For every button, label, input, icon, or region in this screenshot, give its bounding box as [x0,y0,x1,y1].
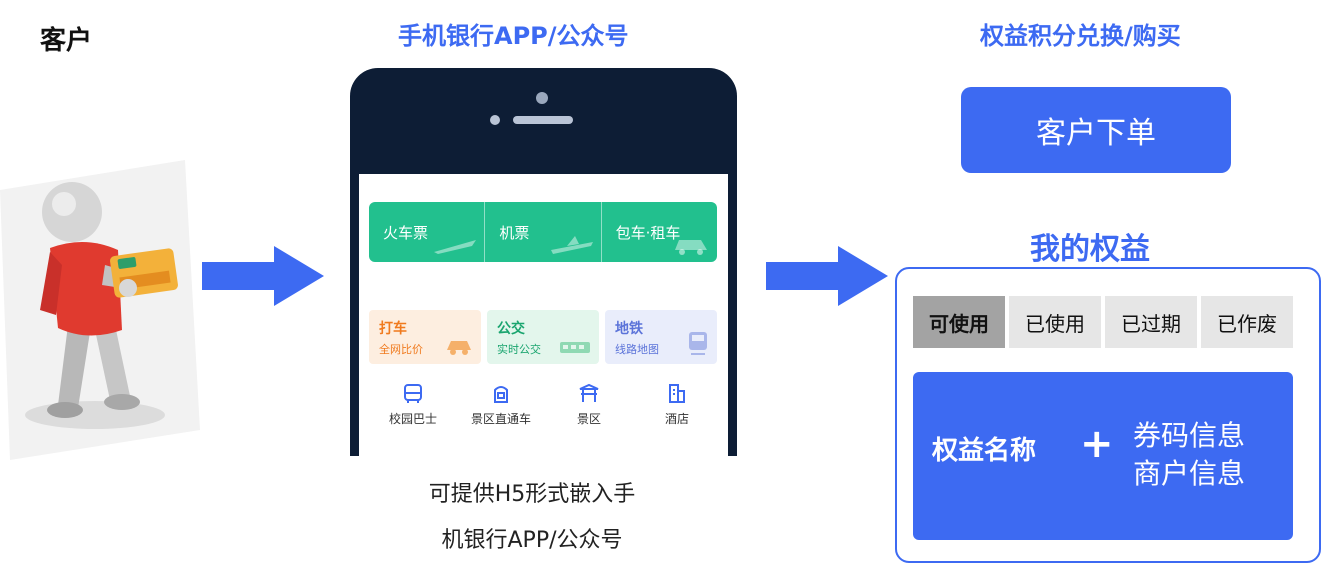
tab-expired[interactable]: 已过期 [1105,296,1197,348]
arrow-right-icon [202,246,324,306]
caption-line-2: 机银行APP/公众号 [441,528,623,553]
plus-sign: + [1080,421,1114,467]
service-hotel[interactable]: 酒店 [633,382,721,427]
customer-figure-icon [0,160,200,460]
customer-order-button[interactable]: 客户下单 [961,87,1231,173]
channel-heading: 手机银行APP/公众号 [398,22,629,50]
phone-screen: 火车票 机票 包车·租车 打车 全网比价 公交 实时公交 地铁 线路地图 [359,174,728,456]
arrow-right-icon [766,246,888,306]
tile-train[interactable]: 火车票 [369,202,486,262]
rights-item-card[interactable] [913,372,1293,540]
plane-icon [550,236,593,254]
tile-flight[interactable]: 机票 [485,202,602,262]
service-tour-bus-label: 景区直通车 [470,412,531,426]
scenic-icon [579,383,599,402]
tile-metro-title: 地铁 [615,321,643,337]
bus-icon [560,342,590,353]
my-rights-title: 我的权益 [1030,232,1150,267]
tile-train-label: 火车票 [383,224,429,242]
travel-tiles: 火车票 机票 包车·租车 [369,202,717,262]
bus-icon [404,384,422,403]
phone-mockup: 火车票 机票 包车·租车 打车 全网比价 公交 实时公交 地铁 线路地图 [350,68,737,456]
coupon-code-info: 券码信息 [1133,419,1246,452]
tile-bus-title: 公交 [497,321,525,337]
exchange-heading: 权益积分兑换/购买 [980,22,1181,50]
plane-icon [434,240,477,254]
tile-flight-label: 机票 [499,224,530,242]
service-campus-bus[interactable]: 校园巴士 [369,382,457,427]
car-icon [674,240,707,255]
tab-available[interactable]: 可使用 [913,296,1005,348]
tile-car-rental-label: 包车·租车 [615,224,681,242]
phone-camera [490,115,500,125]
taxi-icon [447,341,471,355]
phone-sensor [536,92,548,104]
tile-metro-sub: 线路地图 [615,343,659,356]
tile-bus[interactable]: 公交 实时公交 [487,310,599,364]
service-hotel-label: 酒店 [664,412,689,426]
tab-used[interactable]: 已使用 [1009,296,1101,348]
merchant-info: 商户信息 [1133,457,1246,490]
tile-taxi-sub: 全网比价 [379,343,423,356]
tour-bus-icon [494,386,508,403]
my-rights-panel [895,267,1321,563]
service-campus-bus-label: 校园巴士 [388,412,437,426]
tile-taxi-title: 打车 [379,321,407,337]
hotel-icon [669,384,685,403]
customer-heading: 客户 [40,26,93,56]
tile-metro[interactable]: 地铁 线路地图 [605,310,717,364]
tile-bus-sub: 实时公交 [497,343,541,356]
tile-car-rental[interactable]: 包车·租车 [602,202,717,262]
rights-name: 权益名称 [932,436,1037,466]
caption-line-1: 可提供H5形式嵌入手 [428,482,636,507]
service-scenic[interactable]: 景区 [545,382,633,427]
metro-icon [689,332,707,355]
phone-speaker [513,116,573,124]
tile-taxi[interactable]: 打车 全网比价 [369,310,481,364]
tab-voided[interactable]: 已作废 [1201,296,1293,348]
service-scenic-label: 景区 [576,412,601,426]
service-tour-bus[interactable]: 景区直通车 [457,382,545,427]
